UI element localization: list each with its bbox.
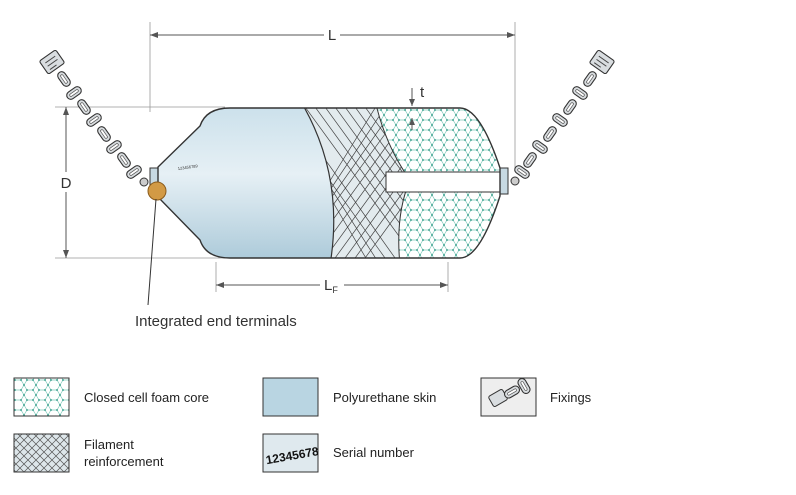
fender-body: 123456789 — [149, 107, 509, 259]
end-terminal-callout: Integrated end terminals — [135, 181, 297, 330]
legend-label-serial: Serial number — [333, 445, 415, 460]
legend: Closed cell foam core Polyurethane skin … — [13, 376, 592, 473]
legend-label-fixings: Fixings — [550, 390, 592, 405]
thickness-label: t — [420, 84, 425, 101]
body-serial-stamp: 123456789 — [177, 163, 198, 171]
diameter-dimension: D — [55, 106, 230, 259]
right-chain — [510, 49, 615, 186]
legend-label-filament-2: reinforcement — [84, 454, 164, 469]
legend-label-filament: Filament — [84, 437, 134, 452]
legend-label-foam: Closed cell foam core — [84, 390, 209, 405]
legend-label-skin: Polyurethane skin — [333, 390, 436, 405]
legend-swatch-skin — [262, 377, 319, 417]
legend-swatch-serial: 12345678 — [262, 433, 319, 473]
length-label: L — [328, 27, 336, 44]
foam-length-label: LF — [324, 277, 338, 295]
left-chain — [39, 49, 149, 187]
diameter-label: D — [61, 175, 72, 192]
end-terminal-marker — [147, 181, 167, 201]
foam-length-dimension: LF — [215, 262, 449, 295]
legend-swatch-foam — [13, 377, 70, 417]
thickness-dimension: t — [409, 84, 425, 130]
legend-swatch-filament — [13, 433, 70, 473]
end-terminal-label: Integrated end terminals — [135, 313, 297, 330]
legend-swatch-fixings — [480, 376, 537, 417]
length-dimension: L — [149, 22, 516, 168]
